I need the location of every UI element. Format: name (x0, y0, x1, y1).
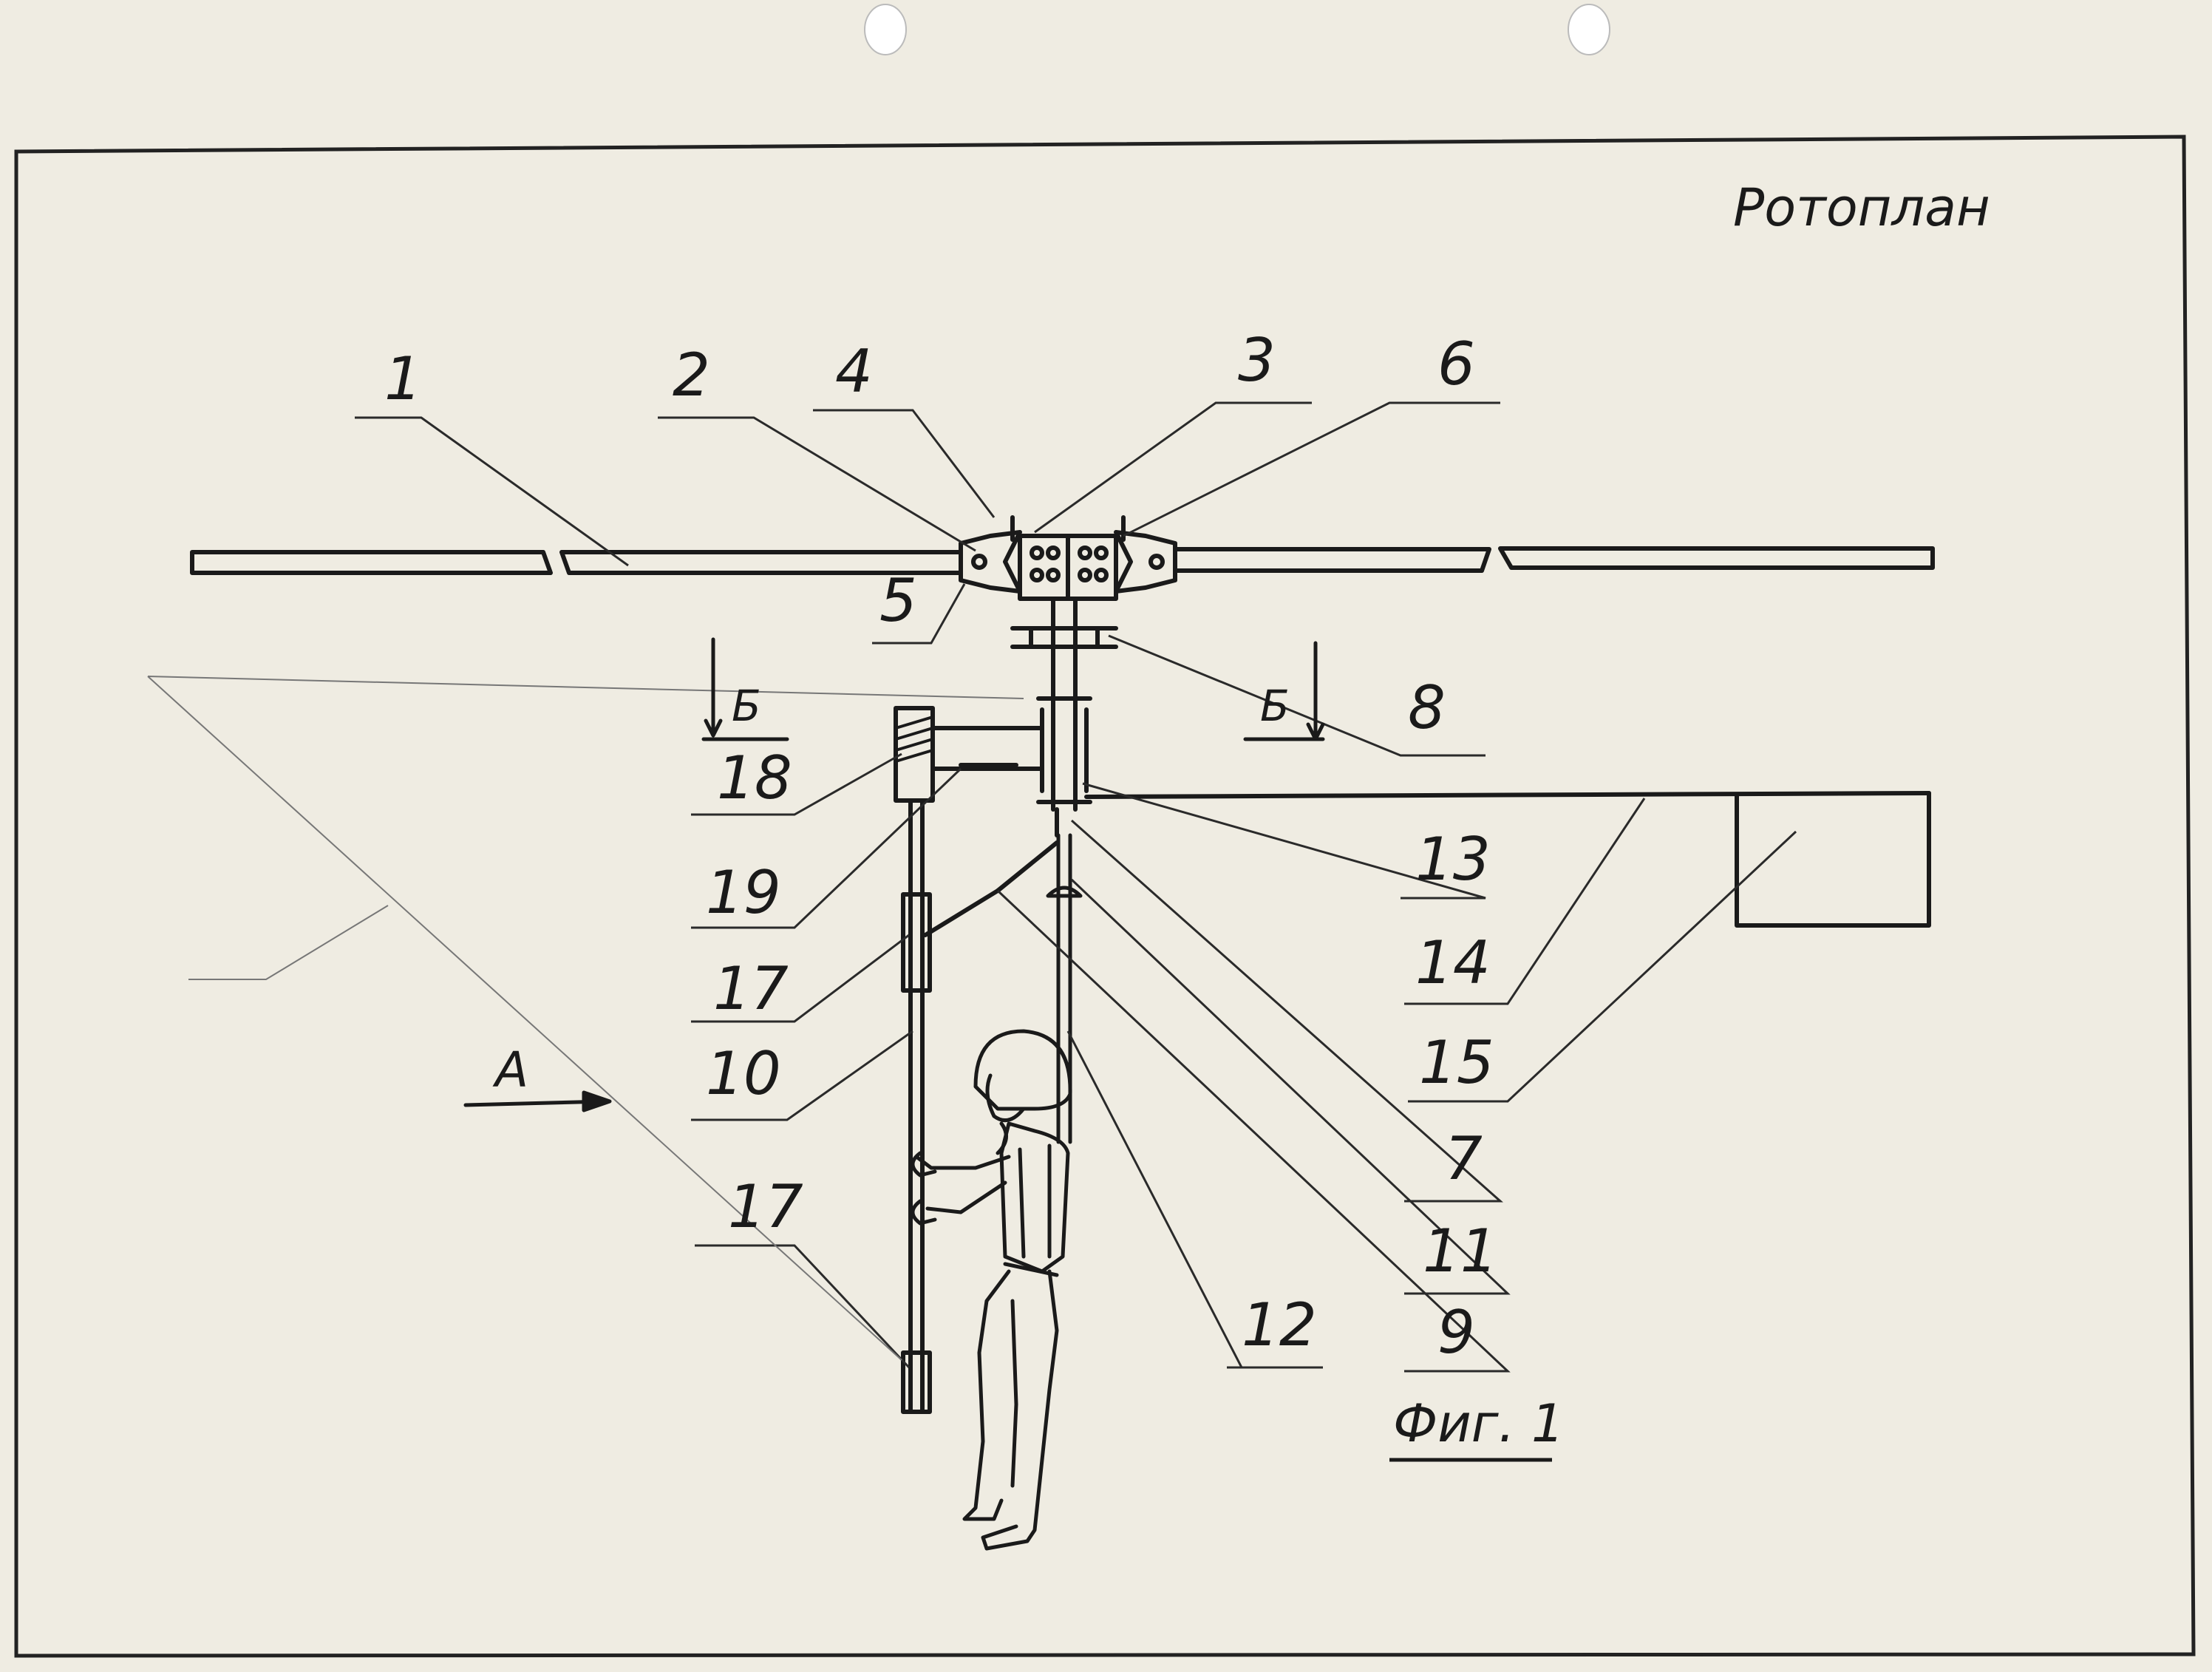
callout-7: 7 (1445, 1124, 1483, 1193)
drawing-title: Ротоплан (1733, 177, 1990, 238)
rotor-mast (1010, 597, 1118, 837)
drawing-border (14, 135, 2196, 1658)
punch-hole-right (1568, 4, 1610, 55)
callout-numbers: 1 2 4 3 6 5 8 18 19 17 10 17 13 14 15 7 … (384, 326, 1498, 1367)
callout-2: 2 (673, 341, 710, 409)
rotor-hub (959, 515, 1177, 601)
callout-11: 11 (1423, 1217, 1498, 1285)
section-label-left: Б (732, 681, 761, 731)
callout-17-upper: 17 (713, 954, 789, 1023)
callout-leaders (355, 401, 1797, 1373)
tail-boom (1084, 791, 1931, 928)
view-arrow (463, 1090, 612, 1112)
callout-5: 5 (879, 566, 917, 635)
callout-14: 14 (1415, 928, 1491, 997)
section-label-right: Б (1260, 681, 1290, 731)
control-handle-assembly (894, 706, 1059, 1414)
callout-3: 3 (1238, 326, 1276, 395)
callout-4: 4 (835, 337, 873, 406)
pilot-harness (1046, 833, 1083, 1144)
callout-6: 6 (1437, 330, 1475, 398)
callout-1: 1 (384, 344, 422, 413)
callout-17-lower: 17 (728, 1172, 803, 1241)
callout-15: 15 (1419, 1028, 1494, 1097)
callout-8: 8 (1408, 673, 1446, 742)
faint-guide-lines (147, 676, 1024, 1361)
callout-19: 19 (706, 858, 781, 927)
pilot-figure (911, 1029, 1072, 1551)
section-mark-left (701, 637, 789, 741)
figure-caption: Фиг. 1 (1393, 1393, 1565, 1454)
callout-10: 10 (706, 1039, 781, 1108)
callout-9: 9 (1437, 1298, 1475, 1367)
callout-13: 13 (1415, 825, 1491, 894)
callout-12: 12 (1242, 1291, 1317, 1359)
rotor-blades (190, 546, 1935, 575)
callout-18: 18 (717, 744, 792, 812)
section-mark-right (1243, 641, 1325, 741)
view-arrow-label: A (492, 1041, 528, 1098)
punch-hole-left (864, 4, 907, 55)
